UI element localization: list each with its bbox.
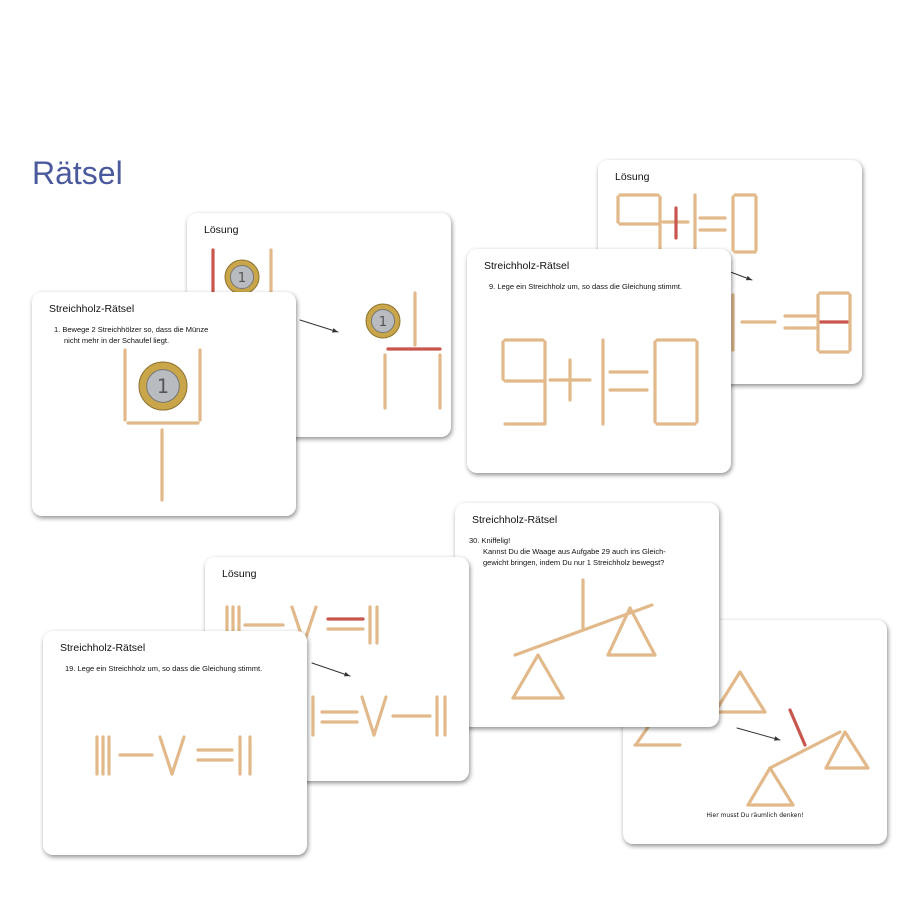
matchstick-figure: 1 [123,348,202,502]
matchstick [768,730,842,770]
matchstick [788,708,807,747]
card-heading: Streichholz-Rätsel [484,260,570,272]
puzzle-text: 19. Lege ein Streichholz um, so dass die… [65,664,263,673]
euro-coin-icon: 1 [138,361,188,411]
puzzle-line: Kannst Du die Waage aus Aufgabe 29 auch … [483,547,666,556]
matchstick [628,606,657,657]
matchstick-figure [95,735,252,776]
matchstick [738,670,767,714]
puzzle-number: 30. [469,536,480,545]
matchstick [713,670,742,714]
card-heading: Lösung [222,568,257,580]
matchstick [536,653,565,700]
puzzle-text: 30. Kniffelig! Kannst Du die Waage aus A… [469,535,666,568]
matchstick-figure [511,578,657,700]
svg-text:1: 1 [238,270,247,286]
card-heading: Streichholz-Rätsel [472,514,558,526]
matchstick [768,766,795,807]
puzzle-card-coin: Streichholz-Rätsel 1. Bewege 2 Streichhö… [32,292,296,516]
puzzle-line: nicht mehr in der Schaufel liegt. [64,336,170,345]
matchstick [746,766,772,807]
euro-coin-icon: 1 [224,259,260,295]
puzzle-card-roman: Streichholz-Rätsel 19. Lege ein Streichh… [43,631,307,855]
matchstick [158,735,174,776]
matchstick [360,695,376,737]
arrow [736,727,781,741]
matchstick [511,653,540,700]
matchstick-figure: 11 [211,248,442,410]
matchstick-figure [616,193,852,354]
arrow-head-icon [774,736,780,741]
solution-note: Hier musst Du räumlich denken! [706,812,804,819]
card-heading: Streichholz-Rätsel [60,642,146,654]
card-heading: Lösung [615,171,650,183]
puzzle-card-scale: Streichholz-Rätsel 30. Kniffelig! Kannst… [455,503,719,727]
matchstick [606,606,632,657]
card-heading: Lösung [204,224,239,236]
matchstick [372,695,388,737]
arrow [299,319,339,333]
arrow [311,662,351,677]
matchstick [843,730,870,770]
card-heading: Streichholz-Rätsel [49,303,135,315]
puzzle-number: 1. [54,325,61,334]
euro-coin-icon: 1 [365,303,401,339]
page-title: Rätsel [32,155,123,191]
svg-text:1: 1 [157,375,169,398]
matchstick-figure [633,670,870,807]
arrow-head-icon [332,328,338,333]
puzzle-line: gewicht bringen, indem Du nur 1 Streichh… [483,558,665,567]
puzzle-card-equation: Streichholz-Rätsel 9. Lege ein Streichho… [467,249,731,473]
svg-text:1: 1 [379,314,388,330]
matchstick [824,730,847,770]
matchstick [170,735,186,776]
matchstick-figure [501,338,699,426]
puzzle-line: Kniffelig! [481,536,511,545]
arrow-head-icon [746,275,752,281]
puzzle-text: 1. Bewege 2 Streichhölzer so, dass die M… [54,324,208,346]
puzzle-text: 9. Lege ein Streichholz um, so dass die … [489,282,683,291]
arrow-head-icon [344,672,350,677]
puzzle-line: Bewege 2 Streichhölzer so, dass die Münz… [62,325,209,334]
